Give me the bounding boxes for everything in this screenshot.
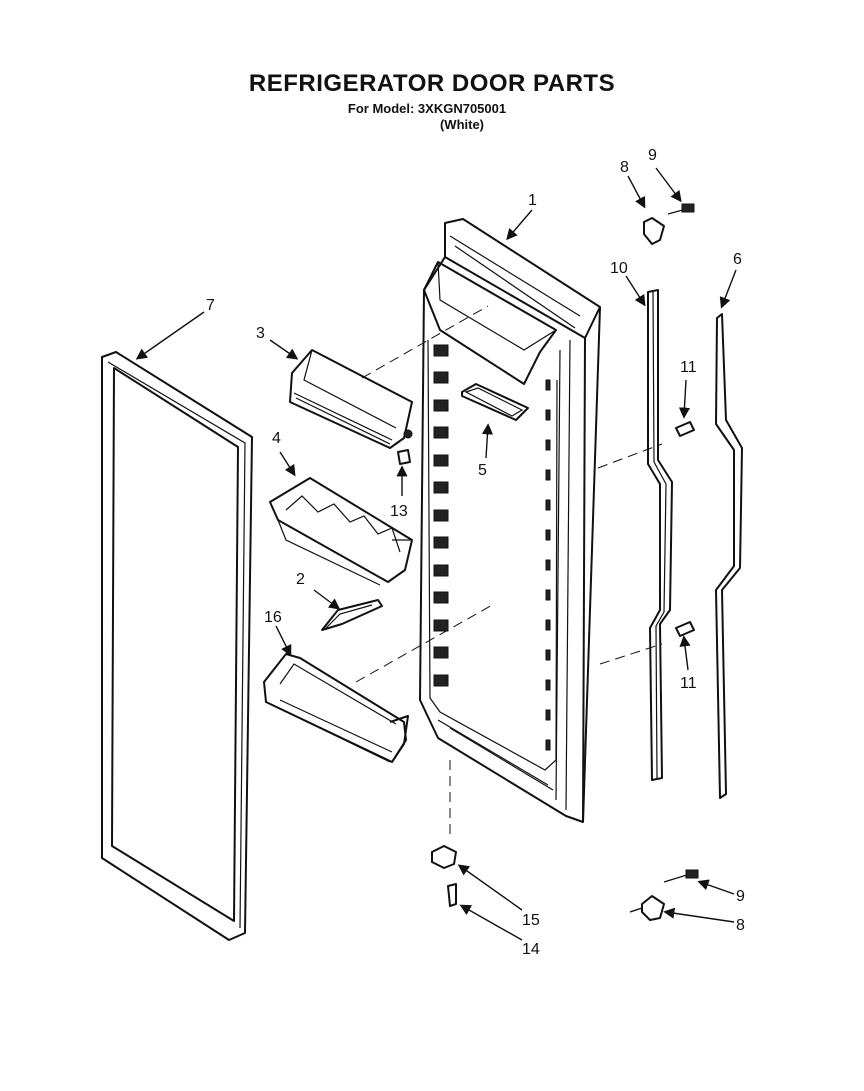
door-bin[interactable] [263,653,409,763]
leader-lines [135,167,737,941]
page-title: REFRIGERATOR DOOR PARTS [248,70,616,97]
bottom-screw[interactable] [447,883,457,907]
dairy-pin[interactable] [397,449,411,465]
door-liner[interactable] [419,218,601,823]
small-tray[interactable] [461,383,529,421]
callout-7: 7 [206,297,215,314]
callout-14: 14 [522,941,540,958]
callout-5: 5 [478,462,487,479]
callout-16: 16 [264,609,282,626]
model-text: For Model: 3XKGN705001 [347,101,507,116]
door-gasket[interactable] [101,351,253,941]
callout-1: 1 [528,192,537,209]
door-strip[interactable] [715,313,743,799]
callout-9-bottom: 9 [736,888,745,905]
callout-11-lower: 11 [680,675,697,692]
callout-6: 6 [733,251,742,268]
callout-4: 4 [272,430,281,447]
bottom-bracket[interactable] [431,845,457,869]
hinge-top[interactable] [643,203,695,245]
callout-15: 15 [522,912,540,929]
callout-13: 13 [390,503,408,520]
callout-8-bottom: 8 [736,917,745,934]
color-text: (White) [439,117,485,132]
color-line: (White) [0,117,864,132]
door-channel[interactable] [647,289,673,781]
hinge-bottom[interactable] [629,869,699,921]
screw-lower[interactable] [675,621,695,637]
screw-upper[interactable] [675,421,695,437]
dairy-compartment[interactable] [289,349,413,449]
shelf-tabs-right [545,379,551,751]
shelf-clip[interactable] [321,599,383,631]
callout-labels: 1 2 3 4 5 6 7 8 8 9 9 10 11 11 13 14 15 … [206,147,745,958]
shelf-tabs-left [433,344,449,687]
can-rack[interactable] [269,477,413,586]
callout-3: 3 [256,325,265,342]
callout-11-upper: 11 [680,359,697,376]
callout-10: 10 [610,260,628,277]
assembly-lines [355,305,663,840]
callout-2: 2 [296,571,305,588]
model-line: For Model: 3XKGN705001 [0,101,864,116]
callout-9-top: 9 [648,147,657,164]
callout-8-top: 8 [620,159,629,176]
